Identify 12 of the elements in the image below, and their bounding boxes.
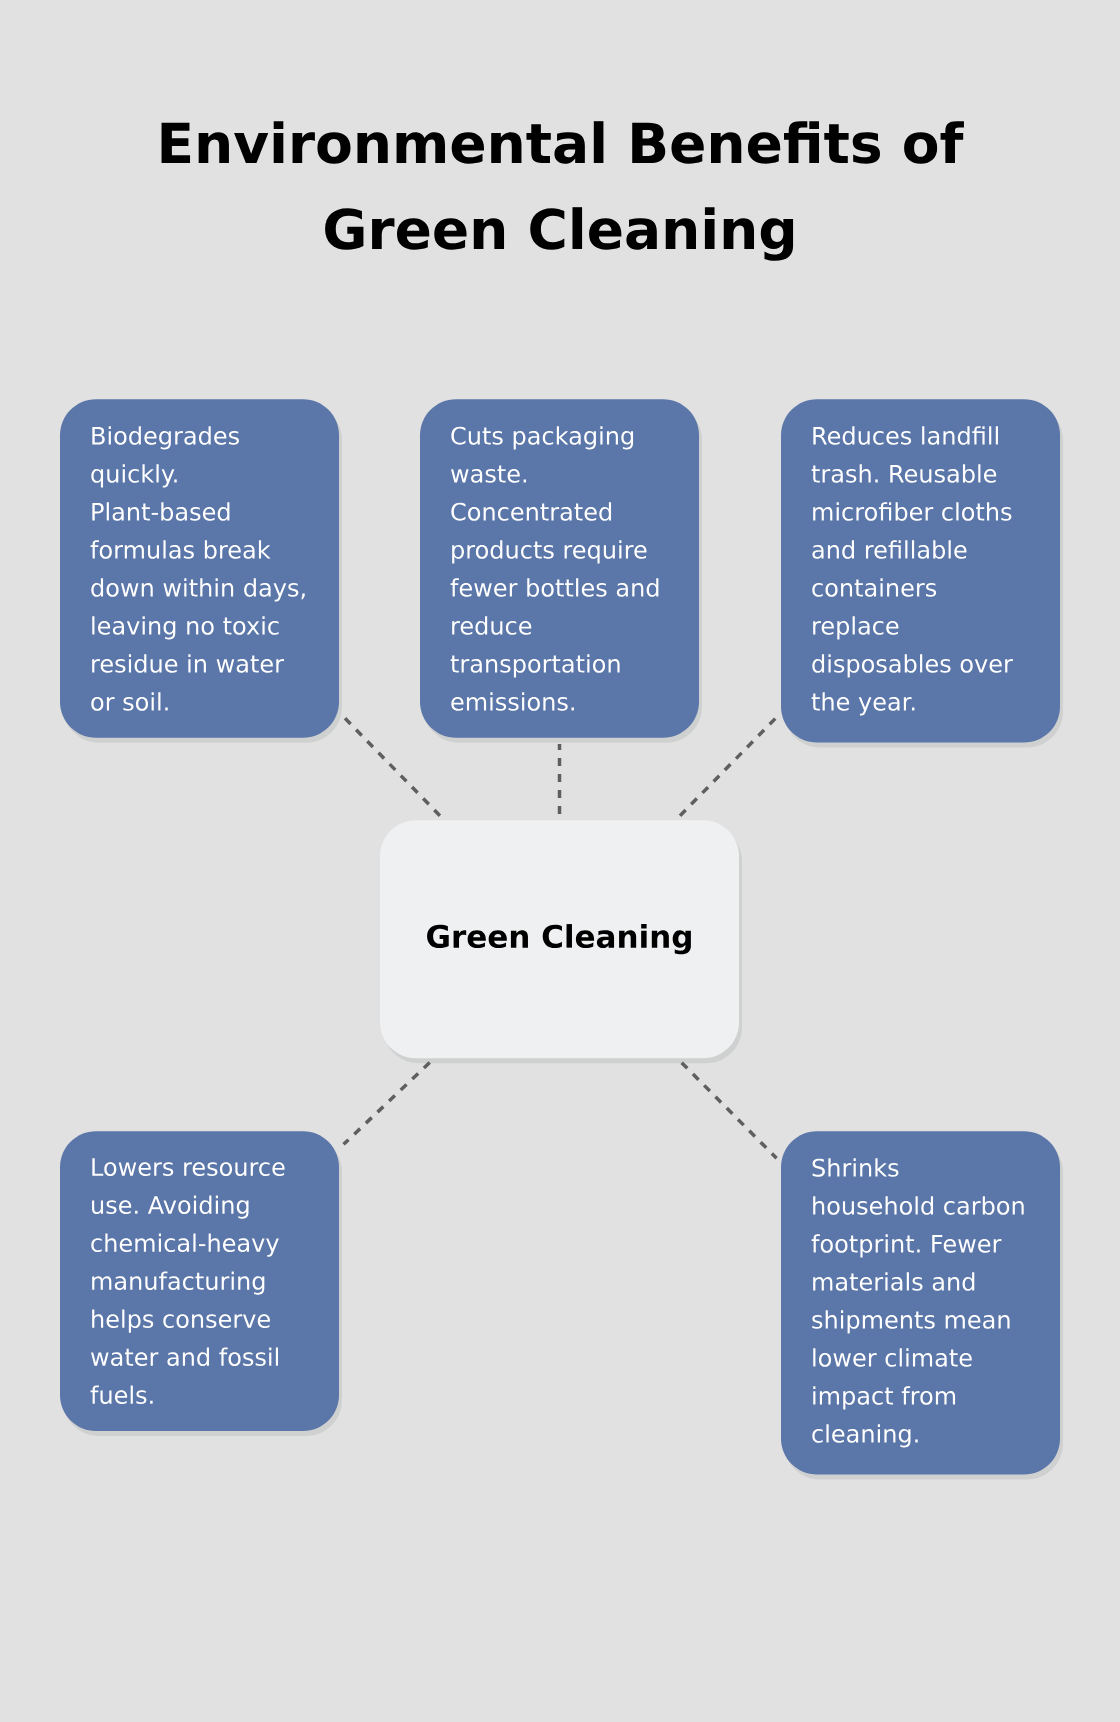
- info-box: Biodegrades quickly. Plant-based formulas break down within days, leaving no toxic residue in water or soil.: [60, 399, 342, 743]
- info-box: Cuts packaging waste. Concentrated products require fewer bottles and reduce transportation emissions.: [420, 399, 702, 743]
- info-box: Lowers resource use. Avoiding chemical-heavy manufacturing helps conserve water and fossil fuels.: [60, 1131, 342, 1437]
- hub-box: Green Cleaning: [380, 820, 742, 1064]
- connector-line: [342, 715, 442, 817]
- connector-line: [557, 744, 562, 814]
- title: Environmental Benefits of Green Cleaning: [161, 121, 964, 261]
- info-box: Reduces landfill trash. Reusable microfiber cloths and refillable containers replace disposables over the year.: [781, 399, 1063, 748]
- info-box: Shrinks household carbon footprint. Fewer materials and shipments mean lower climate impact from cleaning.: [781, 1131, 1063, 1480]
- connector-line: [342, 1061, 431, 1146]
- connector-line: [680, 1061, 778, 1160]
- connector-line: [678, 716, 778, 817]
